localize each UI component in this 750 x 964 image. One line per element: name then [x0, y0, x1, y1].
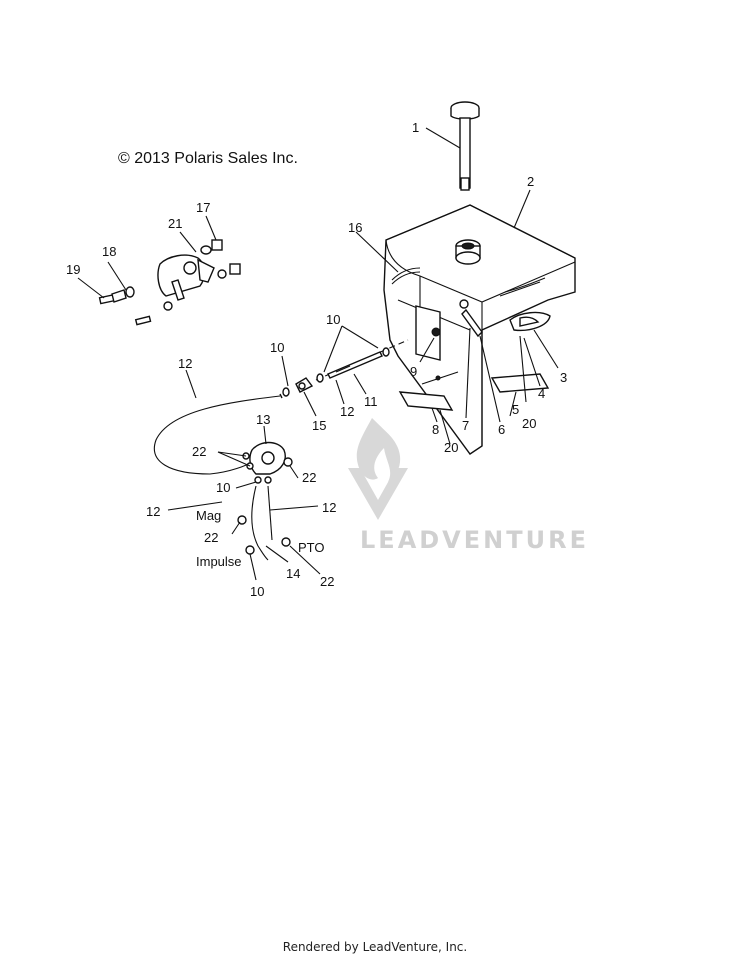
fuel-pump-exploded [98, 239, 241, 326]
leader-lines [77, 127, 559, 581]
tank-pads [398, 371, 550, 411]
callout-22-d: 22 [320, 574, 334, 589]
callout-22-a: 22 [192, 444, 206, 459]
callout-9: 9 [410, 364, 417, 379]
callout-18: 18 [102, 244, 116, 259]
callout-22-b: 22 [302, 470, 316, 485]
fuel-pump [242, 441, 293, 484]
callout-5: 5 [512, 402, 519, 417]
callout-12-c: 12 [322, 500, 336, 515]
callout-17: 17 [196, 200, 210, 215]
callout-20-b: 20 [522, 416, 536, 431]
pump-hoses [237, 485, 291, 561]
callouts: 1 2 3 4 5 6 7 8 9 10 10 10 10 11 12 12 1… [66, 120, 567, 599]
fuel-line-11 [316, 347, 390, 383]
filler-cap [450, 101, 480, 191]
label-pto: PTO [298, 540, 325, 555]
tank-hose [391, 267, 421, 285]
callout-15: 15 [312, 418, 326, 433]
callout-12-d: 12 [146, 504, 160, 519]
callout-14: 14 [286, 566, 300, 581]
tank-valve [459, 299, 483, 338]
callout-12-a: 12 [178, 356, 192, 371]
callout-7: 7 [462, 418, 469, 433]
callout-20-a: 20 [444, 440, 458, 455]
copyright-text: © 2013 Polaris Sales Inc. [118, 150, 298, 167]
footer-text: Rendered by LeadVenture, Inc. [282, 940, 468, 954]
callout-8: 8 [432, 422, 439, 437]
label-mag: Mag [196, 508, 221, 523]
shutoff-valve [282, 377, 314, 397]
callout-19: 19 [66, 262, 80, 277]
label-impulse: Impulse [196, 554, 242, 569]
callout-13: 13 [256, 412, 270, 427]
callout-11: 11 [364, 394, 378, 409]
callout-10-c: 10 [216, 480, 230, 495]
callout-6: 6 [498, 422, 505, 437]
watermark-text: LEADVENTURE [360, 526, 589, 554]
callout-16: 16 [348, 220, 362, 235]
callout-22-c: 22 [204, 530, 218, 545]
callout-10-b: 10 [270, 340, 284, 355]
callout-2: 2 [527, 174, 534, 189]
callout-3: 3 [560, 370, 567, 385]
watermark-logo [348, 418, 408, 520]
callout-1: 1 [412, 120, 419, 135]
fuel-line-12 [153, 395, 281, 475]
callout-21: 21 [168, 216, 182, 231]
line-end [279, 393, 283, 399]
callout-10-a: 10 [326, 312, 340, 327]
callout-10-d: 10 [250, 584, 264, 599]
callout-4: 4 [538, 386, 545, 401]
callout-12-b: 12 [340, 404, 354, 419]
